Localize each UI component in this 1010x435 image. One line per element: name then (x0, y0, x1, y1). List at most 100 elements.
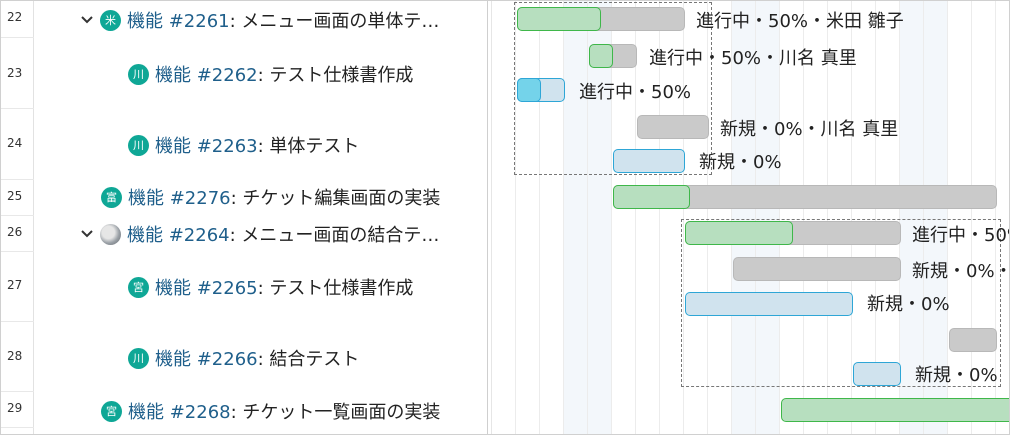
row-divider (1, 37, 34, 38)
row-divider (1, 179, 34, 180)
task-title: : 単体テスト (257, 136, 360, 157)
row-divider (1, 427, 34, 428)
gantt-bar-2266[interactable] (949, 328, 997, 352)
avatar: 宮 (128, 276, 149, 298)
gantt-plan-bar-2263[interactable] (613, 149, 685, 173)
day-column (516, 1, 540, 434)
task-link[interactable]: 機能 #2261 (127, 11, 230, 32)
parent-task-group-box (514, 2, 712, 175)
weekend-column (924, 1, 948, 434)
day-column (948, 1, 972, 434)
avatar: 川 (128, 63, 149, 85)
task-row-2265: 宮 機能 #2265 : テスト仕様書作成 (128, 273, 413, 301)
day-column (636, 1, 660, 434)
gantt-bar-progress (613, 185, 690, 209)
row-divider (1, 321, 34, 322)
row-divider (1, 108, 34, 109)
gantt-bar-progress (685, 221, 793, 245)
gantt-bar-progress (589, 44, 613, 68)
avatar: 宮 (101, 400, 122, 422)
avatar-photo (100, 223, 121, 245)
row-number: 25 (7, 189, 23, 203)
gantt-bar-label: 進行中・50% (912, 225, 1009, 246)
day-column (660, 1, 684, 434)
weekend-column (900, 1, 924, 434)
task-link[interactable]: 機能 #2268 (128, 402, 231, 423)
task-link[interactable]: 機能 #2264 (127, 225, 230, 246)
task-link[interactable]: 機能 #2266 (155, 349, 258, 370)
gantt-bar-progress (517, 7, 601, 31)
task-link[interactable]: 機能 #2263 (155, 136, 258, 157)
gantt-bar-label: 新規・0% (915, 365, 998, 386)
day-column (684, 1, 708, 434)
day-column (852, 1, 876, 434)
avatar: 米 (100, 9, 121, 31)
avatar: 川 (128, 134, 149, 156)
parent-task-group-box (681, 219, 1001, 387)
day-column (540, 1, 564, 434)
task-title: : 結合テスト (257, 349, 360, 370)
task-title: : チケット一覧画面の実装 (230, 402, 441, 423)
gantt-bar-2268[interactable] (781, 398, 1009, 422)
gantt-bar-label: 新規・0% (867, 294, 950, 315)
gantt-bar-label: 進行中・50%・川名 真里 (649, 48, 857, 69)
task-title: : テスト仕様書作成 (257, 65, 414, 86)
row-number: 23 (7, 66, 23, 80)
task-row-2266: 川 機能 #2266 : 結合テスト (128, 344, 359, 372)
gantt-bar-label: 新規・0%・川名 真里 (720, 119, 899, 140)
gantt-plan-bar-2266[interactable] (853, 362, 901, 386)
gantt-bar-label: 進行中・50% (579, 82, 692, 103)
gantt-plan-progress (517, 78, 541, 102)
gantt-bar-label: 進行中・50%・米田 雛子 (696, 11, 904, 32)
task-title: : メニュー画面の結合テ… (229, 225, 440, 246)
task-link[interactable]: 機能 #2262 (155, 65, 258, 86)
row-number: 28 (7, 349, 23, 363)
day-column (972, 1, 996, 434)
row-divider (1, 391, 34, 392)
subject-column: 米 機能 #2261 : メニュー画面の単体テ… 川 機能 #2262 : テス… (35, 1, 487, 434)
chevron-down-icon[interactable] (80, 13, 94, 27)
task-row-2261: 米 機能 #2261 : メニュー画面の単体テ… (80, 6, 439, 34)
task-title: : テスト仕様書作成 (257, 278, 414, 299)
day-column (876, 1, 900, 434)
pane-splitter-edge (491, 1, 492, 434)
gantt-plan-bar-2265[interactable] (685, 292, 853, 316)
row-number: 22 (7, 10, 23, 24)
row-number: 26 (7, 225, 23, 239)
chevron-down-icon[interactable] (80, 227, 94, 241)
row-divider (1, 251, 34, 252)
pane-splitter[interactable] (487, 1, 488, 434)
row-number: 27 (7, 278, 23, 292)
day-column (492, 1, 516, 434)
row-number: 29 (7, 401, 23, 415)
avatar: 川 (128, 347, 149, 369)
gantt-bar-2265[interactable] (733, 257, 901, 281)
row-number: 24 (7, 136, 23, 150)
gantt-bar-2263[interactable] (637, 115, 709, 139)
weekend-column (732, 1, 756, 434)
weekend-column (756, 1, 780, 434)
task-link[interactable]: 機能 #2276 (128, 188, 231, 209)
day-column (708, 1, 732, 434)
row-number-column: 22 23 24 25 26 27 28 29 (1, 1, 34, 434)
day-column (804, 1, 828, 434)
task-row-2263: 川 機能 #2263 : 単体テスト (128, 131, 359, 159)
day-column (612, 1, 636, 434)
task-link[interactable]: 機能 #2265 (155, 278, 258, 299)
weekend-column (564, 1, 588, 434)
row-divider (1, 215, 34, 216)
gantt-bar-label: 新規・0% (699, 152, 782, 173)
gantt-bar-label: 新規・0%・宮 (912, 261, 1009, 282)
task-title: : チケット編集画面の実装 (230, 188, 441, 209)
weekend-column (588, 1, 612, 434)
avatar: 富 (101, 186, 122, 208)
task-row-2276: 富 機能 #2276 : チケット編集画面の実装 (101, 183, 440, 211)
task-row-2264: 機能 #2264 : メニュー画面の結合テ… (80, 220, 439, 248)
day-column (828, 1, 852, 434)
day-column (780, 1, 804, 434)
gantt-chart: 進行中・50%・米田 雛子 進行中・50%・川名 真里 進行中・50% 新規・0… (492, 1, 1009, 434)
task-title: : メニュー画面の単体テ… (229, 11, 440, 32)
task-row-2268: 宮 機能 #2268 : チケット一覧画面の実装 (101, 397, 440, 425)
task-row-2262: 川 機能 #2262 : テスト仕様書作成 (128, 60, 413, 88)
